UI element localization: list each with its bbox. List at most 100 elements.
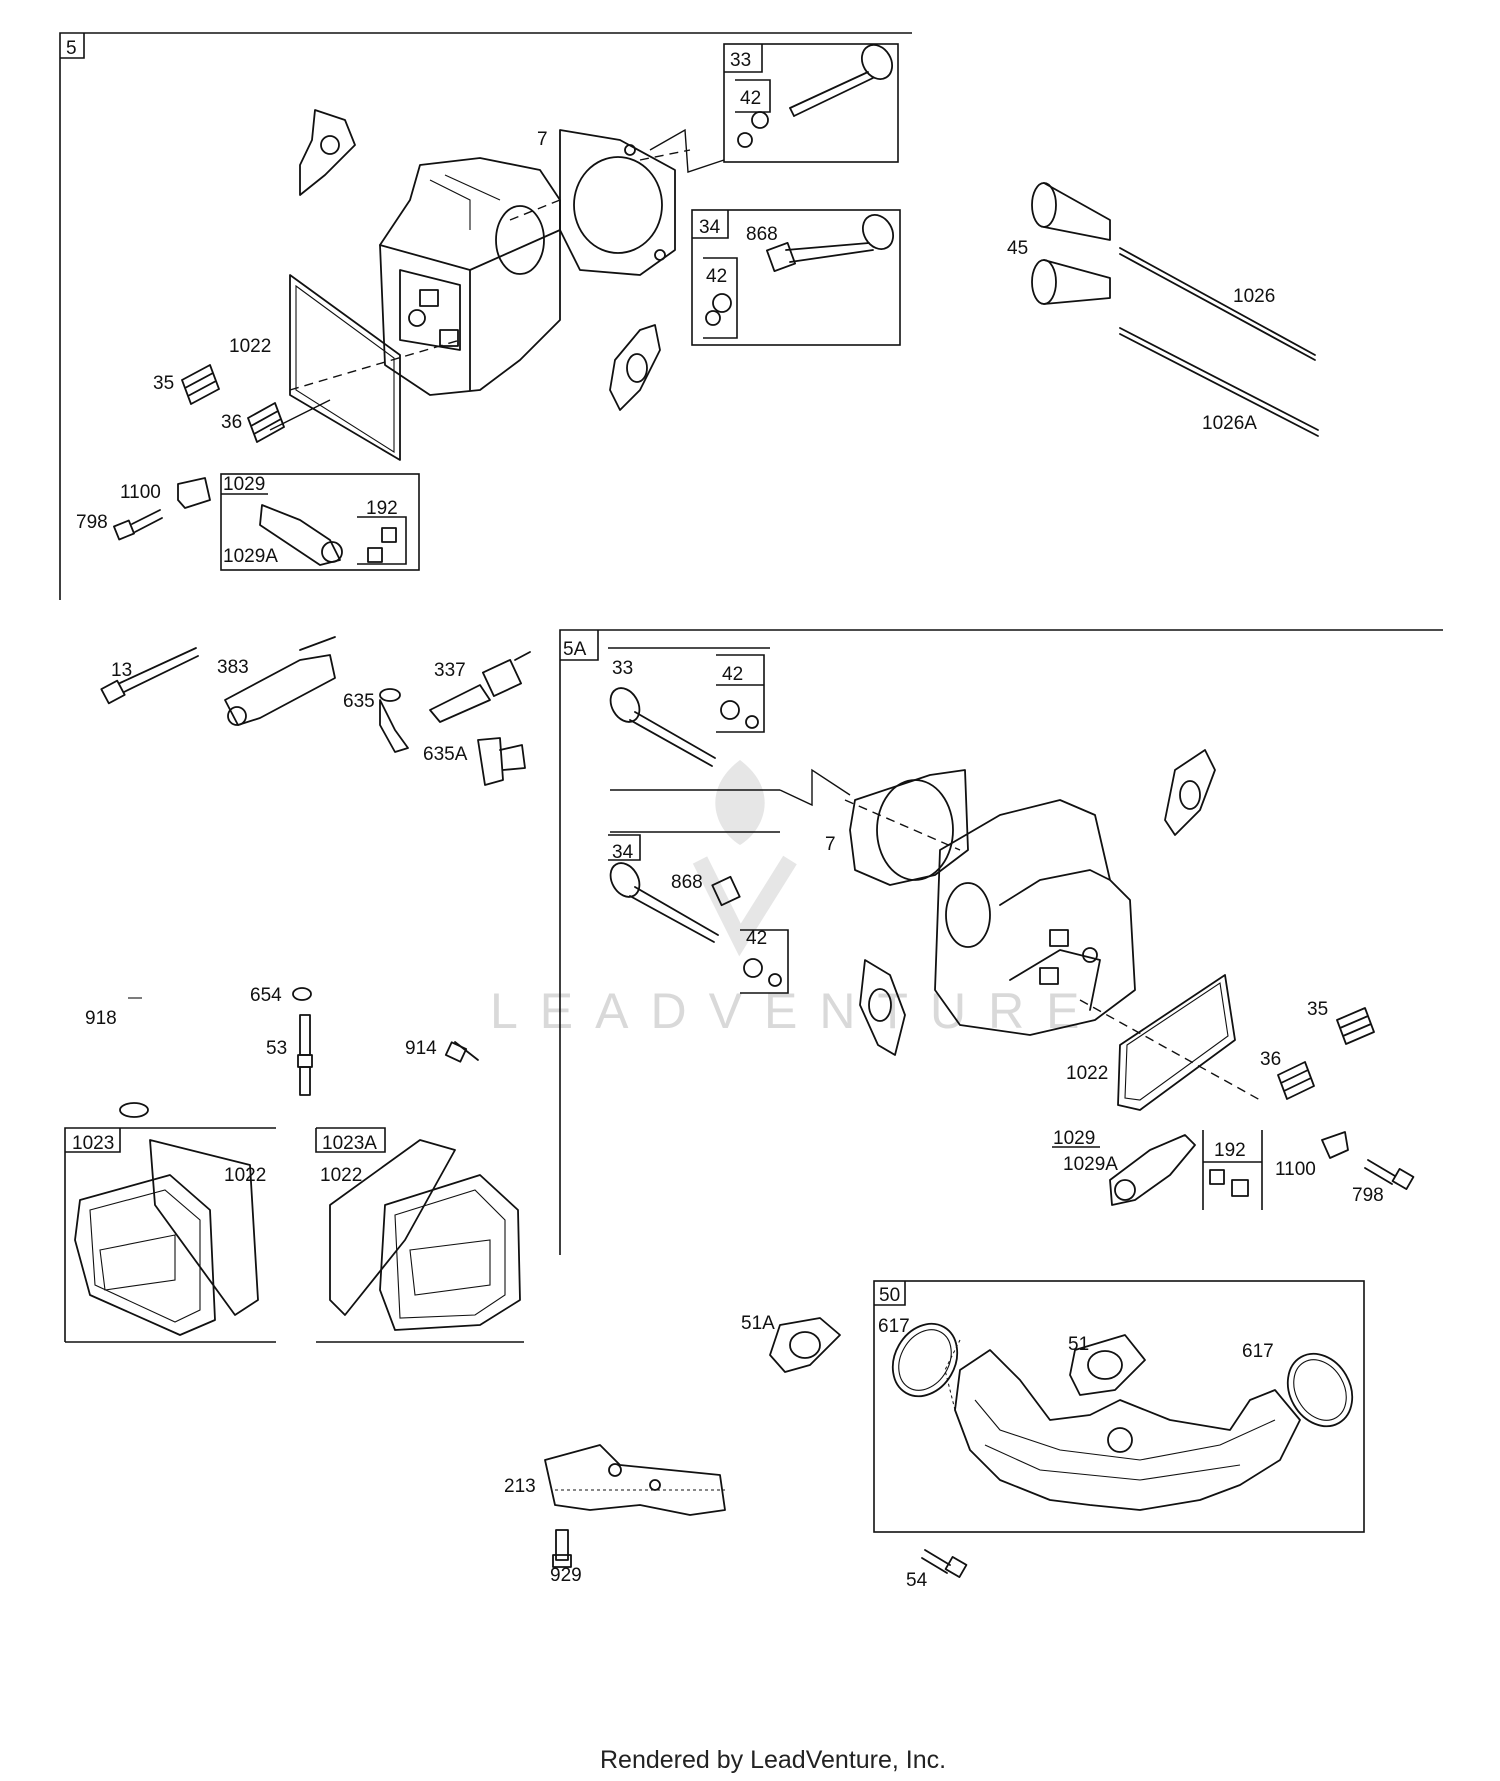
label-5A-7: 7 [825, 834, 836, 855]
nut-654 [292, 987, 312, 1001]
valve-34 [785, 214, 894, 263]
keeper-42-b [712, 293, 732, 313]
label-929: 929 [550, 1565, 582, 1586]
label-5A-42-top: 42 [722, 664, 743, 685]
label-53: 53 [266, 1038, 287, 1059]
push-rods [1031, 182, 1319, 437]
bracket-5A-1100 [1321, 1131, 1349, 1159]
valve-cover-1023A [379, 1174, 521, 1331]
label-798: 798 [76, 512, 108, 533]
label-group-5: 5 [66, 38, 77, 59]
bracket-213 [544, 1444, 726, 1516]
rocker-arm-5A [1109, 1134, 1196, 1206]
valve-5A-33 [609, 687, 716, 767]
boot-635 [379, 688, 409, 753]
clamp-617-left [891, 1322, 959, 1398]
label-5A-798: 798 [1352, 1185, 1384, 1206]
exhaust-manifold-50 [944, 1339, 1301, 1511]
stud-53 [297, 1014, 313, 1096]
label-1022-top: 1022 [229, 336, 271, 357]
label-5A-33: 33 [612, 658, 633, 679]
spark-plug-337 [429, 651, 531, 723]
label-617-right: 617 [1242, 1341, 1274, 1362]
gasket-51A [769, 1317, 841, 1373]
port-gasket-5A-top [1164, 749, 1216, 836]
label-635: 635 [343, 691, 375, 712]
bracket-1100 [177, 477, 211, 509]
label-5A-36: 36 [1260, 1049, 1281, 1070]
bolt-5A-798 [1364, 1159, 1415, 1190]
label-868: 868 [746, 224, 778, 245]
label-5A-868: 868 [671, 872, 703, 893]
cover-gasket-1022-c [329, 1139, 456, 1316]
label-617-left: 617 [878, 1316, 910, 1337]
bolt-798 [113, 509, 163, 541]
cylinder-head [379, 157, 561, 396]
boot-635A [477, 737, 526, 786]
label-5A-34: 34 [612, 842, 634, 863]
port-gasket-top [299, 109, 356, 196]
cylinder-head-5A [934, 799, 1136, 1036]
spring-5A-35 [1336, 1007, 1375, 1045]
valve-33 [789, 44, 893, 117]
label-914: 914 [405, 1038, 437, 1059]
head-gasket-7 [559, 129, 676, 276]
breather-383 [224, 636, 336, 726]
label-383: 383 [217, 657, 249, 678]
head-gasket-5A-7 [849, 769, 969, 886]
label-5A-1029: 1029 [1053, 1128, 1095, 1149]
label-50: 50 [879, 1285, 900, 1306]
label-635A: 635A [423, 744, 468, 765]
cover-gasket-1022 [289, 274, 401, 461]
retainer-42-b [705, 310, 721, 326]
port-gasket-right [609, 324, 661, 411]
retainer-42 [737, 132, 753, 148]
label-45: 45 [1007, 238, 1028, 259]
label-5A-1029A: 1029A [1063, 1154, 1118, 1175]
label-36: 36 [221, 412, 242, 433]
label-1029A: 1029A [223, 546, 278, 567]
spring-35 [181, 364, 220, 405]
valve-cover-1023A-box [315, 1127, 524, 1343]
label-35: 35 [153, 373, 174, 394]
grommet-918 [119, 1102, 149, 1118]
label-5A-1022: 1022 [1066, 1063, 1108, 1084]
label-337: 337 [434, 660, 466, 681]
label-5A-1100: 1100 [1275, 1159, 1316, 1180]
label-213: 213 [504, 1476, 536, 1497]
label-5A-35: 35 [1307, 999, 1328, 1020]
label-1026A: 1026A [1202, 413, 1257, 434]
nut-192 [381, 527, 397, 543]
label-7: 7 [537, 129, 548, 150]
label-654: 654 [250, 985, 282, 1006]
label-group-5A: 5A [563, 639, 587, 660]
bolt-13 [100, 647, 199, 705]
label-1100: 1100 [120, 482, 161, 503]
label-192: 192 [366, 498, 398, 519]
gasket-51 [1069, 1334, 1146, 1396]
group-5: 5 33 42 34 868 42 [59, 32, 912, 600]
cover-gasket-1022-b [149, 1139, 259, 1316]
group-5A: 5A 33 42 34 868 42 7 [559, 629, 1443, 1255]
screw-914 [444, 1041, 479, 1063]
label-13: 13 [111, 660, 132, 681]
watermark-text: LEADVENTURE [490, 983, 1102, 1039]
label-54: 54 [906, 1570, 928, 1591]
label-1022-cover-b: 1022 [320, 1165, 362, 1186]
label-33: 33 [730, 50, 751, 71]
valve-cover-1023 [74, 1174, 216, 1336]
port-gasket-5A-left [859, 959, 906, 1056]
group-50 [873, 1280, 1365, 1533]
label-5A-192: 192 [1214, 1140, 1246, 1161]
label-34: 34 [699, 217, 721, 238]
spring-36 [247, 402, 285, 443]
clamp-617-right [1286, 1352, 1354, 1428]
valve-5A-34 [609, 862, 719, 943]
label-42-top: 42 [740, 88, 761, 109]
bolt-54 [921, 1549, 968, 1578]
screw-929 [552, 1529, 572, 1568]
label-42-mid: 42 [706, 266, 727, 287]
spring-5A-36 [1277, 1061, 1315, 1100]
guide-868 [766, 242, 796, 272]
label-1023A: 1023A [322, 1133, 377, 1154]
